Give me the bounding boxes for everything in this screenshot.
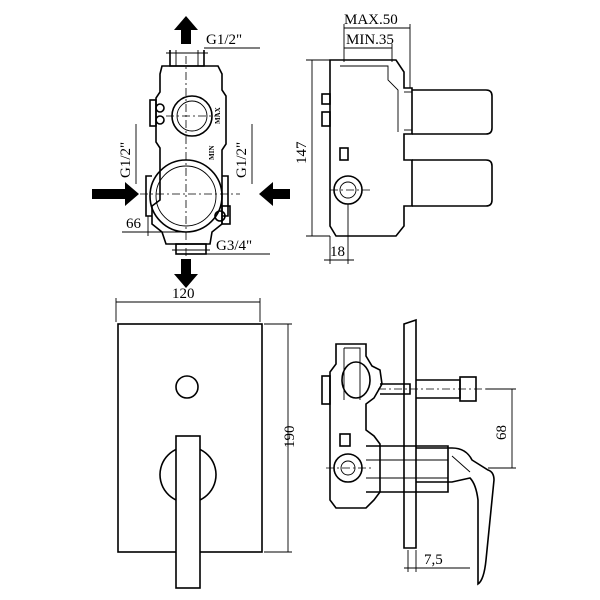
dim-body-height: 147 [294, 141, 310, 164]
dim-body-offset: 18 [330, 244, 345, 260]
arrow-down-icon [174, 259, 198, 288]
dim-inlet-right: G1/2" [234, 142, 250, 178]
dim-plate-height: 190 [282, 426, 298, 449]
dim-handle-offset: 68 [494, 425, 510, 440]
dim-plate-thickness: 7,5 [424, 552, 443, 568]
min-mark: MIN [208, 146, 216, 160]
dim-66: 66 [126, 216, 142, 232]
arrow-right-icon [92, 182, 139, 206]
dim-max-depth: MAX.50 [344, 12, 398, 28]
dim-outlet-bottom: G3/4" [216, 238, 252, 254]
dim-plate-width: 120 [172, 286, 195, 302]
body-side-view: MAX.50 MIN.35 147 18 [294, 12, 493, 264]
arrow-up-icon [174, 16, 198, 44]
arrow-left-icon [259, 182, 290, 206]
assembly-side-view: 68 7,5 [321, 318, 516, 586]
dim-inlet-left: G1/2" [118, 142, 134, 178]
body-front-view: MAX MIN G1/2" G1/2" G1/2" 66 G3/4" [92, 16, 290, 288]
plate-front-view: 120 190 [115, 286, 298, 589]
dim-inlet-top: G1/2" [206, 32, 242, 48]
dim-min-depth: MIN.35 [346, 32, 394, 48]
